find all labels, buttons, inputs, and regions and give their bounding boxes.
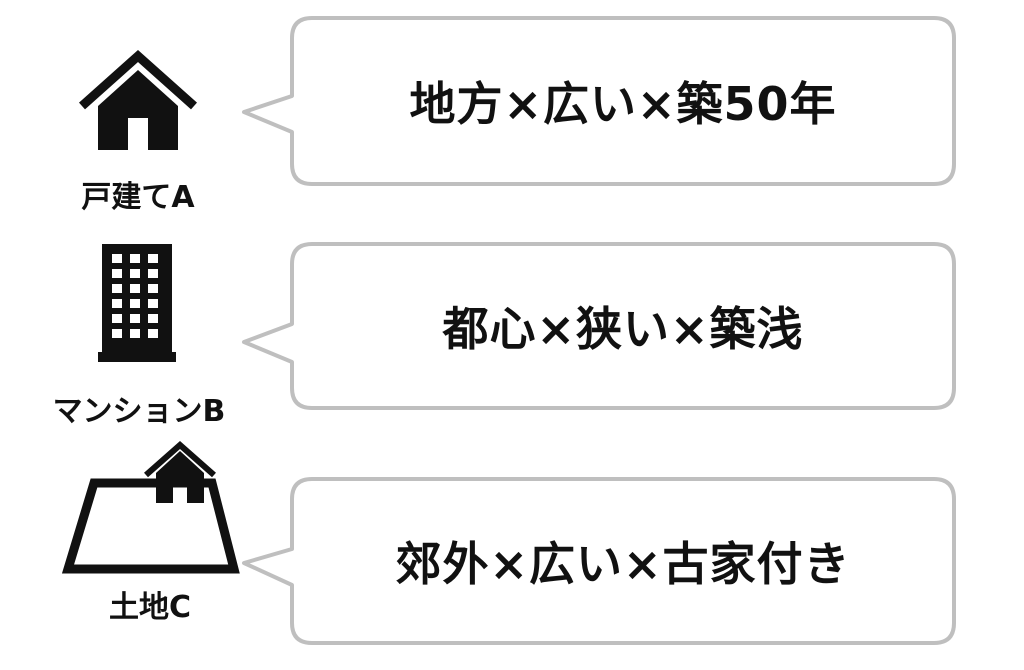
building-window xyxy=(130,254,140,263)
item-label: マンションB xyxy=(52,394,226,429)
building-window xyxy=(148,254,158,263)
building-window xyxy=(130,314,140,323)
building-window xyxy=(112,269,122,278)
building-window xyxy=(112,284,122,293)
building-window xyxy=(130,284,140,293)
house-icon xyxy=(78,49,198,152)
item-label: 戸建てA xyxy=(81,180,195,215)
row-mansion-b: マンションB 都心×狭い×築浅 xyxy=(0,230,1024,440)
speech-bubble: 郊外×広い×古家付き xyxy=(240,477,956,645)
building-window xyxy=(148,314,158,323)
building-window xyxy=(112,329,122,338)
building-window xyxy=(112,314,122,323)
building-window xyxy=(112,254,122,263)
building-window xyxy=(148,284,158,293)
building-window xyxy=(112,299,122,308)
speech-bubble: 都心×狭い×築浅 xyxy=(240,242,956,410)
bubble-text: 都心×狭い×築浅 xyxy=(442,302,804,356)
row-house-a: 戸建てA 地方×広い×築50年 xyxy=(0,0,1024,220)
bubble-text: 郊外×広い×古家付き xyxy=(395,537,851,591)
building-window xyxy=(148,299,158,308)
building-window xyxy=(130,299,140,308)
row-land-c: 土地C 郊外×広い×古家付き xyxy=(0,435,1024,670)
bubble-text: 地方×広い×築50年 xyxy=(409,77,837,131)
speech-bubble: 地方×広い×築50年 xyxy=(240,16,956,186)
land-icon xyxy=(61,437,240,575)
item-label: 土地C xyxy=(108,590,192,625)
building-window xyxy=(130,269,140,278)
building-window xyxy=(130,329,140,338)
building-window xyxy=(148,329,158,338)
building-window xyxy=(148,269,158,278)
building-icon xyxy=(98,244,176,362)
